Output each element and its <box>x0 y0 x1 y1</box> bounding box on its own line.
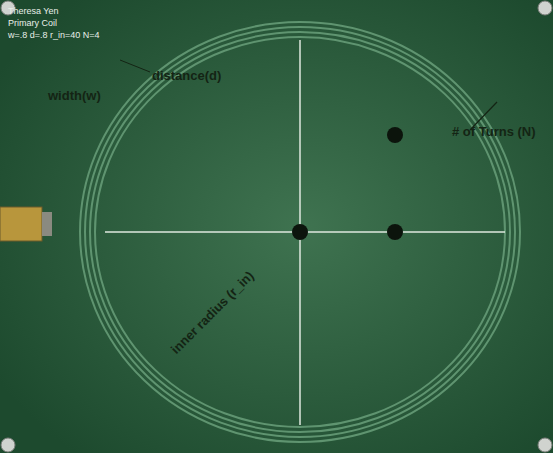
dimension-label: width(w) <box>48 88 101 103</box>
dimension-label: distance(d) <box>152 68 221 83</box>
silkscreen-text: Theresa Yen <box>8 6 59 17</box>
turns-label: # of Turns (N) <box>452 124 544 139</box>
silkscreen-text: Primary Coil <box>8 18 57 29</box>
silkscreen-text: w=.8 d=.8 r_in=40 N=4 <box>8 30 100 41</box>
